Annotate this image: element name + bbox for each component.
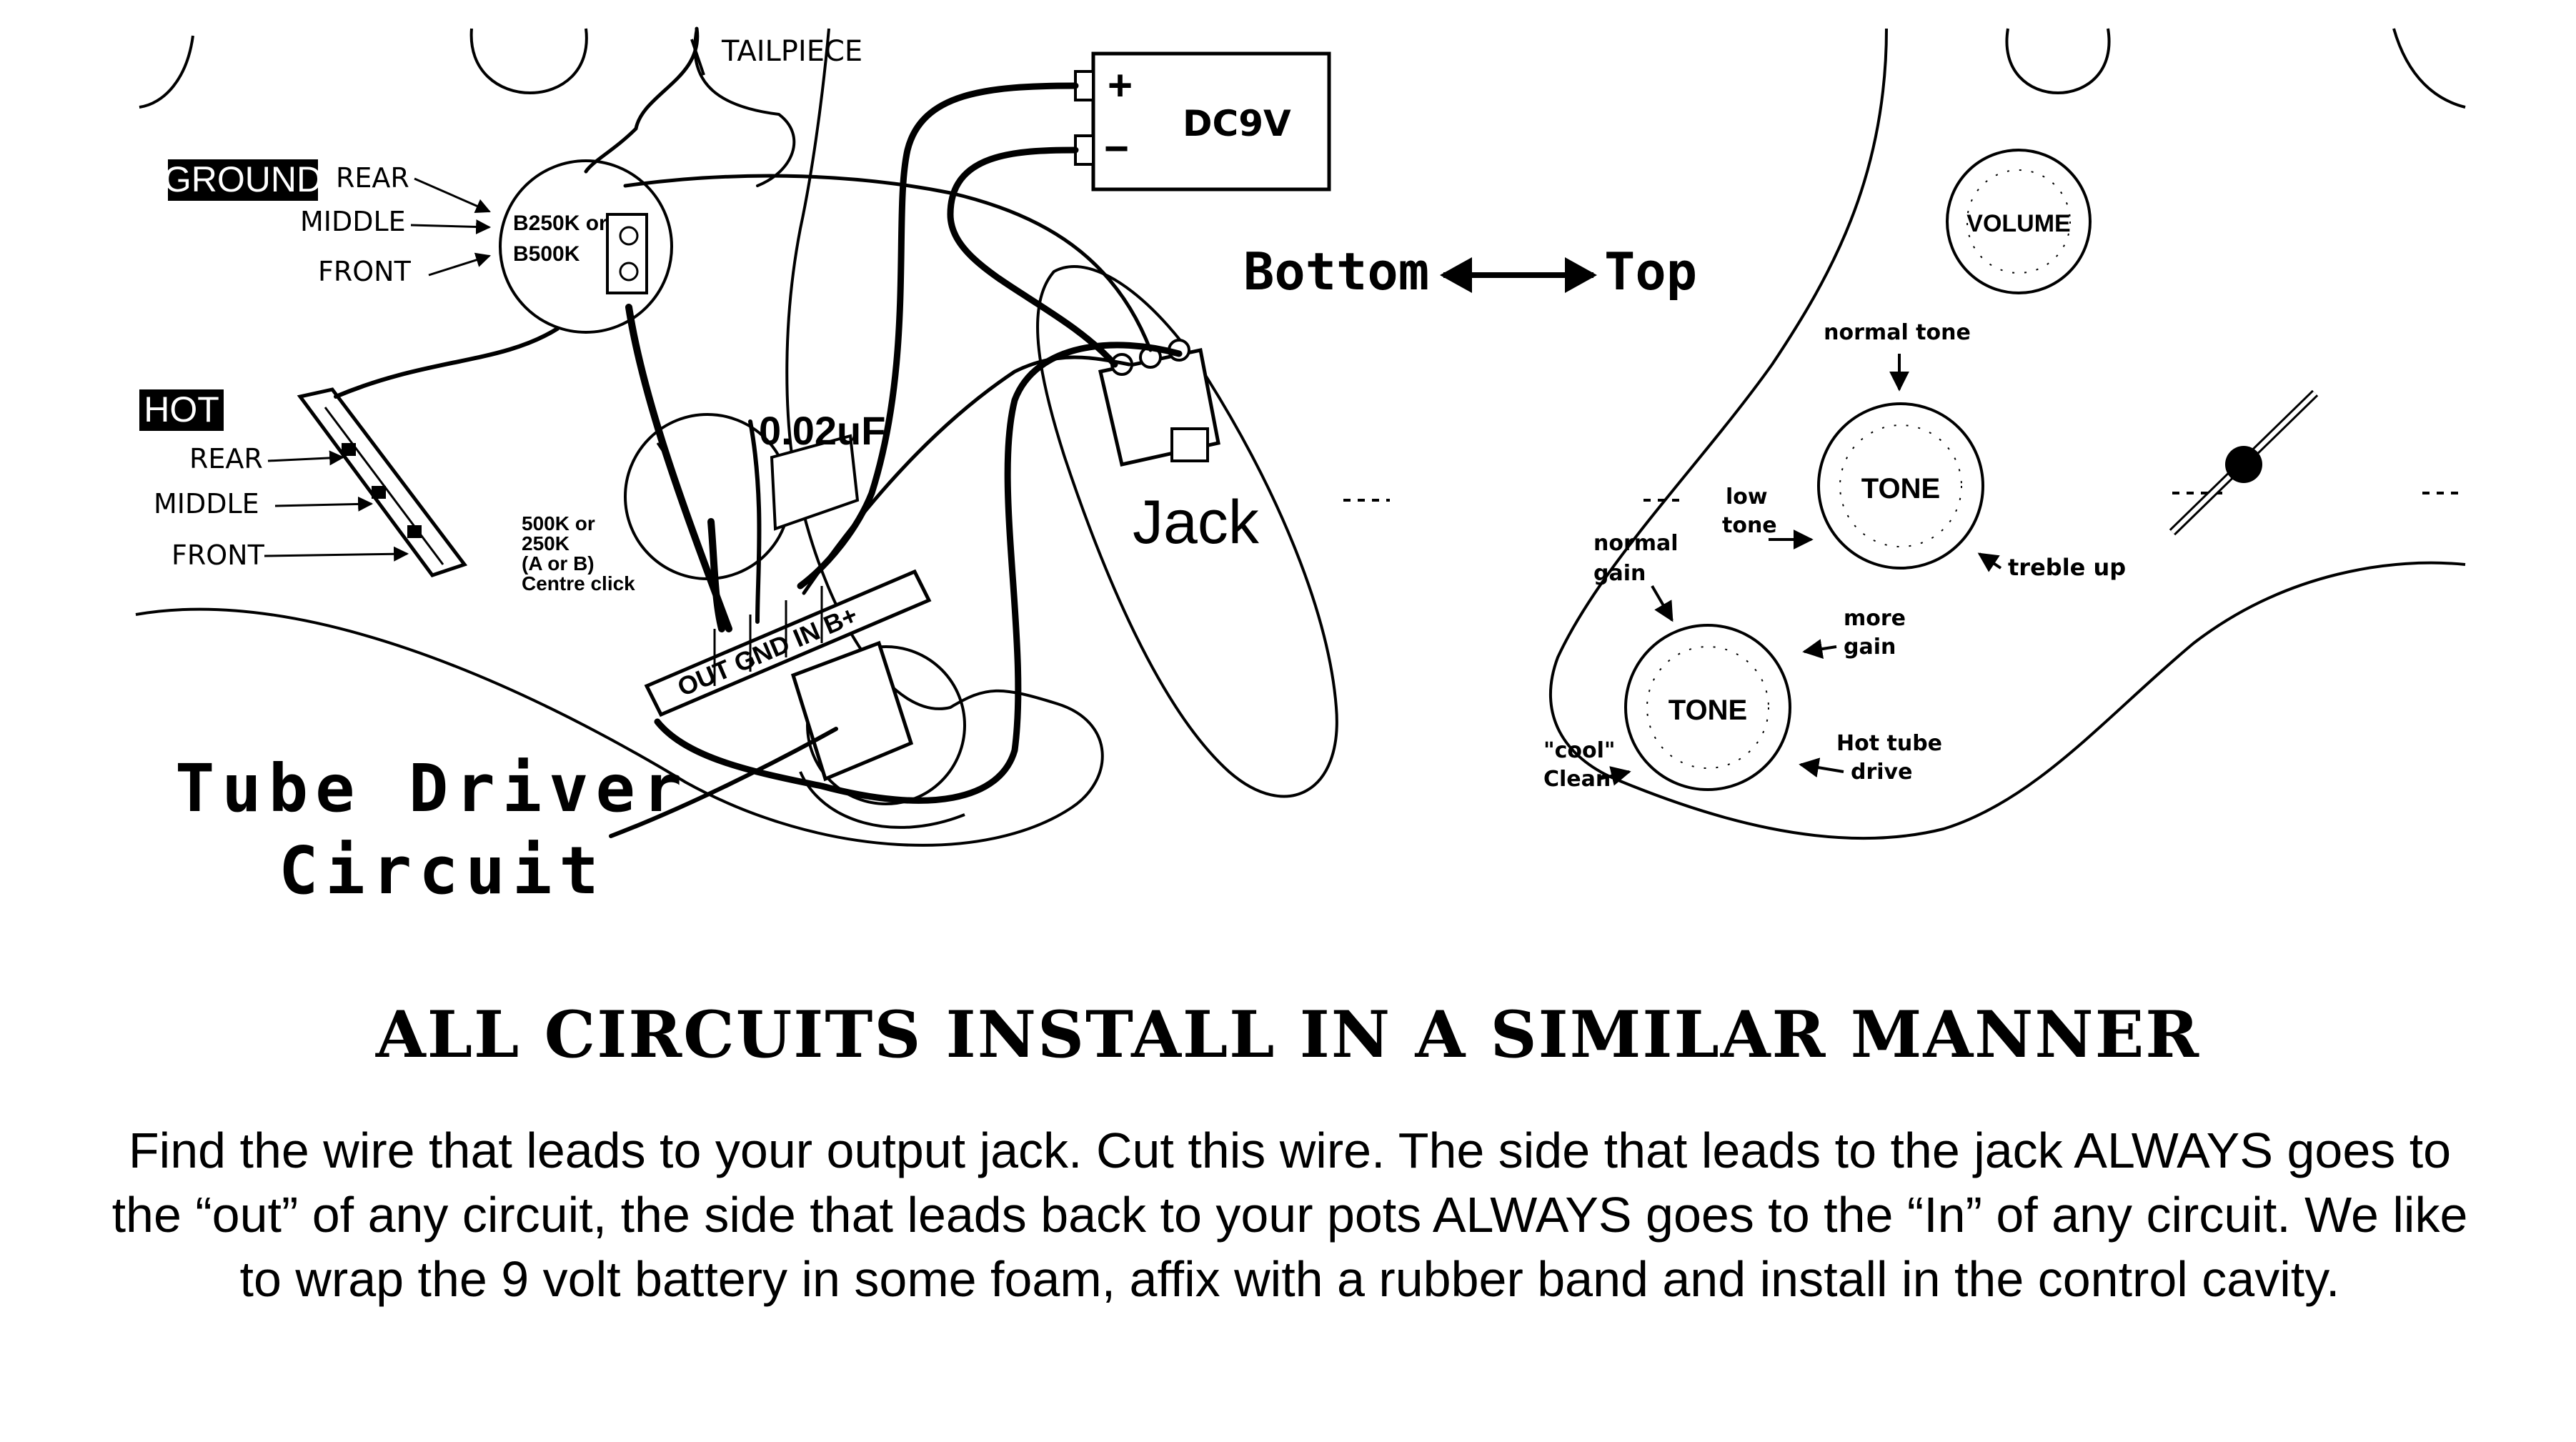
hot-badge: HOT [144, 389, 219, 429]
volume-pot [499, 159, 673, 334]
wiring-diagram: GROUND REAR MIDDLE FRONT B250K or B500K … [135, 26, 2466, 909]
pot-value-label-2: B500K [513, 242, 580, 266]
svg-text:(A or B): (A or B) [522, 552, 595, 575]
svg-text:gain: gain [1844, 635, 1896, 660]
wires [334, 26, 1183, 838]
knob-annotations: normal tone low tone treble up normal ga… [1543, 320, 2126, 792]
svg-text:Centre click: Centre click [522, 572, 635, 595]
svg-text:drive: drive [1851, 760, 1912, 785]
top-selector-switch [2169, 389, 2319, 536]
svg-text:Circuit: Circuit [279, 832, 606, 909]
output-jack [1098, 339, 1220, 467]
instructions-paragraph: Find the wire that leads to your output … [111, 1123, 2468, 1307]
jack-label: Jack [1133, 488, 1260, 557]
ground-badge: GROUND [164, 159, 322, 199]
svg-text:250K: 250K [522, 532, 570, 555]
cool-clean-label: "cool" [1543, 738, 1616, 763]
ground-front-label: FRONT [318, 256, 412, 287]
tone-knob-upper: TONE [1817, 402, 1984, 570]
more-gain-label: more [1844, 606, 1906, 631]
pickup-selector-switch [297, 387, 468, 577]
low-tone-label: low [1726, 484, 1768, 509]
capacitor-label: 0.02uF [759, 408, 885, 453]
ground-middle-label: MIDDLE [300, 206, 406, 237]
bottom-top-label-group: Bottom Top [1243, 242, 1697, 302]
ground-rear-label: REAR [336, 162, 409, 194]
ground-label-group: GROUND REAR MIDDLE FRONT [164, 159, 492, 287]
hot-rear-label: REAR [189, 443, 263, 474]
tone-pot [624, 413, 860, 580]
hot-front-label: FRONT [171, 539, 265, 571]
tone-knob-lower: TONE [1624, 624, 1791, 791]
section-heading: ALL CIRCUITS INSTALL IN A SIMILAR MANNER [375, 997, 2201, 1073]
pot-value-label: B250K or [513, 212, 607, 235]
battery-9v [1074, 51, 1331, 192]
tube-driver-board [644, 569, 966, 805]
tone-knob-lower-label: TONE [1669, 695, 1747, 726]
tone-pot-spec-label: 500K or 250K (A or B) Centre click [522, 512, 635, 595]
tone-knob-upper-label: TONE [1861, 473, 1940, 504]
tailpiece-label-group: TAILPIECE [690, 35, 862, 76]
battery-minus-label: − [1104, 124, 1129, 172]
tube-driver-label: Tube Driver Circuit [175, 750, 689, 909]
svg-text:500K or: 500K or [522, 512, 595, 534]
svg-text:tone: tone [1722, 513, 1777, 538]
tailpiece-label: TAILPIECE [721, 35, 862, 68]
normal-tone-label: normal tone [1824, 320, 1971, 345]
battery-plus-label: + [1108, 61, 1133, 109]
hot-middle-label: MIDDLE [154, 488, 259, 519]
svg-text:Tube Driver: Tube Driver [175, 750, 689, 827]
hot-tube-drive-label: Hot tube [1836, 731, 1942, 756]
hot-label-group: HOT REAR MIDDLE FRONT [139, 389, 409, 571]
normal-gain-label: normal [1593, 531, 1679, 556]
volume-knob-label: VOLUME [1966, 210, 2070, 237]
top-label: Top [1604, 242, 1697, 302]
bottom-label: Bottom [1243, 242, 1429, 302]
volume-knob: VOLUME [1946, 149, 2092, 294]
treble-up-label: treble up [2008, 554, 2126, 581]
battery-label: DC9V [1183, 103, 1291, 144]
svg-text:gain: gain [1593, 561, 1646, 586]
